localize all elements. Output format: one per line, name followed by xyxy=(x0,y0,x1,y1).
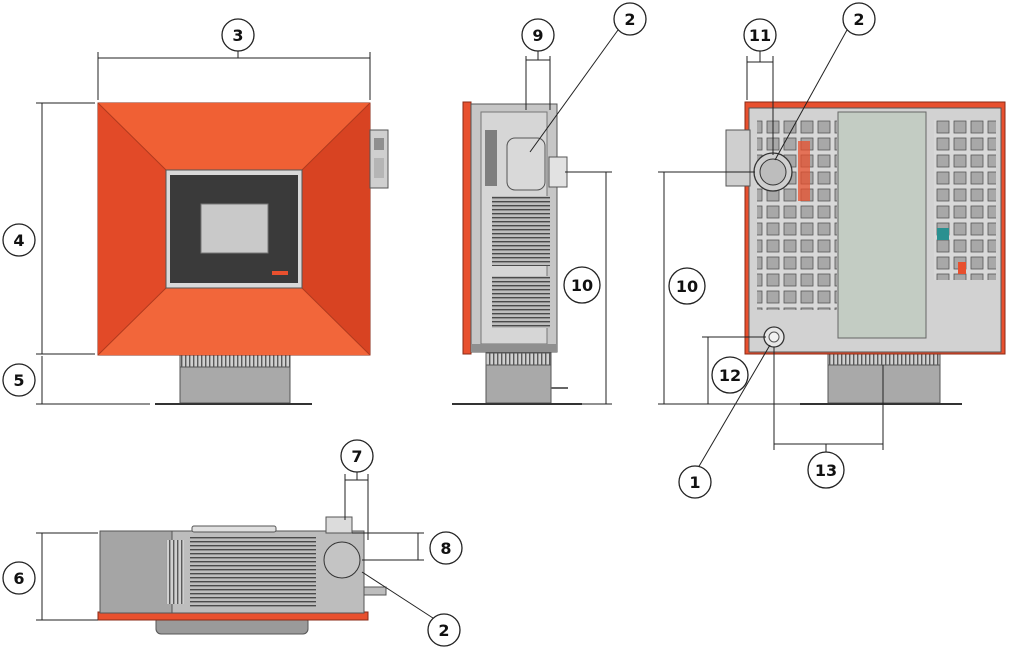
callout-13: 13 xyxy=(807,451,845,489)
callout-10-rear: 10 xyxy=(668,267,706,305)
front-bevel-right xyxy=(302,103,370,355)
callout-1: 1 xyxy=(678,465,712,499)
callout-8-label: 8 xyxy=(440,539,451,558)
rear-view xyxy=(725,101,1006,405)
callout-2-side: 2 xyxy=(613,2,647,36)
callout-9-label: 9 xyxy=(532,26,543,45)
callout-11: 11 xyxy=(743,18,777,52)
top-view xyxy=(97,516,387,635)
front-logo xyxy=(272,271,288,275)
callout-3-label: 3 xyxy=(232,26,243,45)
callout-2-side-label: 2 xyxy=(624,10,635,29)
callout-2-top-label: 2 xyxy=(438,621,449,640)
side-vents-top xyxy=(492,196,550,266)
side-view xyxy=(452,101,582,405)
callout-5-label: 5 xyxy=(13,371,24,390)
dimension-lines xyxy=(36,29,884,621)
rear-left-grid xyxy=(757,120,837,310)
callout-10-side-label: 10 xyxy=(571,276,593,295)
rear-control-box xyxy=(725,129,751,187)
callout-5: 5 xyxy=(2,363,36,397)
callout-2-rear: 2 xyxy=(842,2,876,36)
side-flue-box xyxy=(506,137,546,191)
top-vents xyxy=(190,536,316,608)
rear-center-panel xyxy=(837,111,927,339)
rear-flue-outlet xyxy=(759,158,787,186)
front-view xyxy=(97,102,389,405)
callout-8: 8 xyxy=(429,531,463,565)
rear-right-grid xyxy=(934,120,996,280)
callout-11-label: 11 xyxy=(749,26,771,45)
callout-2-rear-label: 2 xyxy=(853,10,864,29)
callout-12-label: 12 xyxy=(719,366,741,385)
side-flue-outlet xyxy=(548,156,568,188)
callout-12: 12 xyxy=(711,356,749,394)
callout-2-top: 2 xyxy=(427,613,461,647)
front-bevel-bottom xyxy=(98,288,370,355)
callout-10-rear-label: 10 xyxy=(676,277,698,296)
callout-1-label: 1 xyxy=(689,473,700,492)
callout-13-label: 13 xyxy=(815,461,837,480)
callout-9: 9 xyxy=(521,18,555,52)
callout-7-label: 7 xyxy=(351,447,362,466)
front-bevel-left xyxy=(98,103,166,355)
callout-7: 7 xyxy=(340,439,374,473)
top-flue-circle xyxy=(323,541,361,579)
callout-6: 6 xyxy=(2,561,36,595)
callout-4-label: 4 xyxy=(13,231,24,250)
front-glass xyxy=(200,203,269,254)
side-front-edge xyxy=(462,101,472,355)
front-bevel-top xyxy=(98,103,370,170)
front-base-vents xyxy=(179,354,291,368)
callout-4: 4 xyxy=(2,223,36,257)
top-handle xyxy=(191,525,277,533)
side-vents-bottom xyxy=(492,276,550,328)
callout-10-side: 10 xyxy=(563,266,601,304)
callout-3: 3 xyxy=(221,18,255,52)
callout-6-label: 6 xyxy=(13,569,24,588)
top-flue-pipe xyxy=(325,516,353,534)
